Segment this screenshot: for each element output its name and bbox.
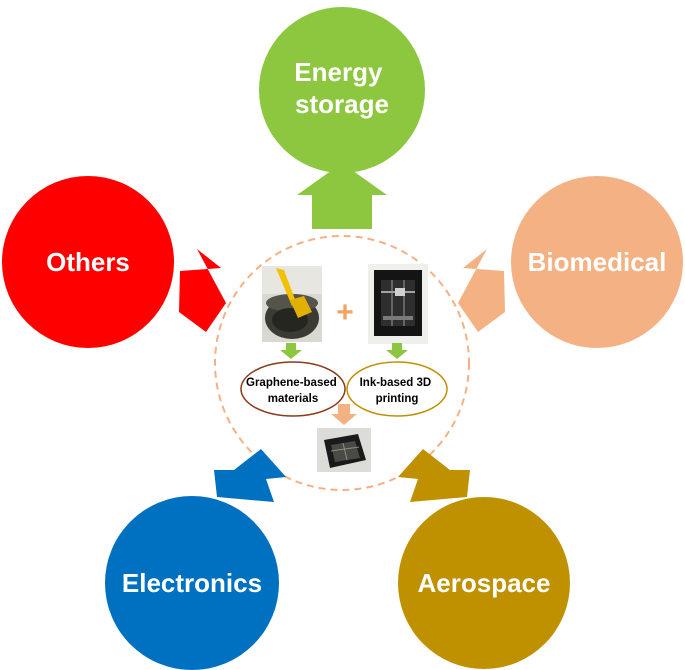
node-electronics: Electronics bbox=[105, 449, 286, 670]
circle-biomedical bbox=[511, 176, 683, 348]
aerospace-label: Aerospace bbox=[418, 568, 551, 598]
printed-graphene-lattice-icon bbox=[317, 428, 371, 472]
svg-text:Graphene-based materials: Graphene-based materials bbox=[246, 377, 340, 405]
materials-label-line1: Graphene-based bbox=[246, 377, 337, 389]
arrow-left-others bbox=[179, 249, 226, 332]
arrow-down-printing bbox=[386, 343, 408, 359]
svg-text:Ink-based 3D printing: Ink-based 3D printing bbox=[360, 377, 435, 405]
node-biomedical: Biomedical bbox=[458, 176, 683, 348]
circle-aerospace bbox=[398, 497, 570, 669]
circle-others bbox=[2, 176, 174, 348]
plus-icon: + bbox=[336, 296, 354, 329]
central-dashed-circle bbox=[214, 235, 470, 491]
biomedical-label: Biomedical bbox=[528, 247, 667, 277]
arrow-down-product bbox=[331, 404, 357, 425]
svg-text:Biomedical: Biomedical bbox=[528, 247, 667, 277]
node-energy-storage: Energy storage bbox=[259, 7, 425, 229]
materials-label-line2: materials bbox=[268, 393, 319, 405]
node-aerospace: Aerospace bbox=[398, 449, 570, 669]
node-others: Others bbox=[2, 176, 226, 348]
printing-label-line2: printing bbox=[376, 393, 419, 405]
energy-label-line1: Energy bbox=[294, 57, 383, 87]
arrow-down-left-electronics bbox=[214, 449, 286, 502]
printing-label-line1: Ink-based 3D bbox=[360, 377, 432, 389]
svg-text:Others: Others bbox=[46, 247, 130, 277]
svg-text:Energy storage: Energy storage bbox=[294, 57, 389, 119]
svg-text:Aerospace: Aerospace bbox=[418, 568, 551, 598]
materials-oval: Graphene-based materials bbox=[240, 361, 346, 417]
circle-energy-storage bbox=[259, 7, 425, 173]
arrow-down-materials bbox=[280, 343, 302, 359]
svg-text:Electronics: Electronics bbox=[122, 568, 262, 598]
beaker-with-graphene-ink-icon bbox=[262, 266, 322, 342]
electronics-label: Electronics bbox=[122, 568, 262, 598]
arrow-right-biomedical bbox=[458, 249, 505, 332]
arrow-down-right-aerospace bbox=[398, 449, 470, 502]
printing-oval: Ink-based 3D printing bbox=[346, 361, 448, 417]
arrow-up-energy bbox=[297, 163, 387, 229]
energy-label-line2: storage bbox=[295, 89, 389, 119]
others-label: Others bbox=[46, 247, 130, 277]
3d-printer-icon bbox=[368, 264, 428, 344]
circle-electronics bbox=[105, 496, 279, 670]
